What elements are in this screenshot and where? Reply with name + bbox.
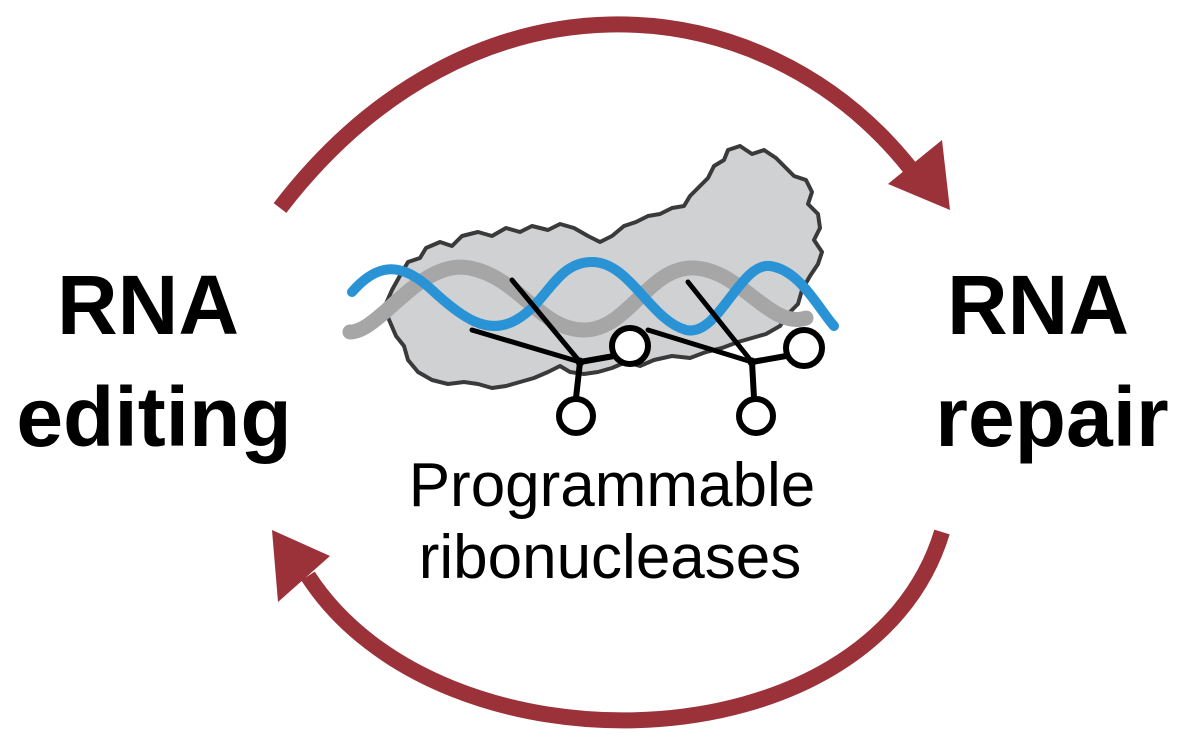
top-arrow-head [888,140,950,210]
bottom-arrow-shaft [301,529,950,729]
scissors-icon [469,277,651,436]
top-arrow-shaft [273,16,917,213]
bottom-arrow-head [272,530,330,602]
bottom-arrow [272,529,950,729]
left-label-line2: editing [16,370,291,464]
scissors-icon [645,279,825,436]
gray-strand [342,259,814,340]
blue-strand [347,256,839,336]
center-label-line2: ribonucleases [419,523,802,592]
left-label-line1: RNA [57,258,239,352]
top-arrow [273,16,950,213]
center-label-line1: Programmable [409,451,816,520]
rna-double-helix-icon [342,256,839,340]
right-label-line2: repair [935,370,1168,464]
right-label-line1: RNA [947,258,1129,352]
